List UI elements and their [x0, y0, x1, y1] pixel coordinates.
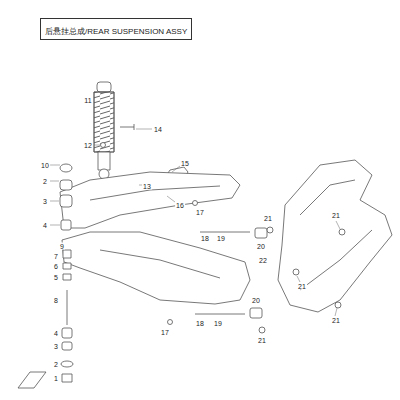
callout-number: 3: [53, 343, 59, 350]
callout-number: 15: [180, 160, 190, 167]
bushing: [62, 342, 72, 350]
nut: [62, 374, 72, 382]
sleeve: [63, 263, 71, 269]
callout-number: 3: [42, 198, 48, 205]
callout-number: 18: [200, 235, 210, 242]
callout-number: 21: [263, 215, 273, 222]
upper-swing-arm: [60, 172, 240, 228]
callout-number: 9: [59, 243, 65, 250]
title-box: 后悬挂总成/REAR SUSPENSION ASSY: [40, 18, 192, 40]
screw: [267, 227, 273, 233]
callout-number: 20: [256, 243, 266, 250]
callout-number: 21: [331, 212, 341, 219]
callout-number: 19: [213, 320, 223, 327]
callout-number: 8: [53, 297, 59, 304]
callout-number: 13: [142, 183, 152, 190]
guard-cover: [278, 160, 392, 312]
callout-number: 2: [53, 361, 59, 368]
callout-number: 5: [53, 274, 59, 281]
callout-number: 7: [53, 253, 59, 260]
screw: [335, 302, 341, 308]
callout-number: 10: [40, 162, 50, 169]
sleeve: [63, 250, 71, 258]
screw: [293, 269, 299, 275]
callout-number: 2: [42, 178, 48, 185]
front-arrow-icon: [18, 372, 46, 388]
callout-number: 14: [153, 126, 163, 133]
callout-number: 21: [297, 283, 307, 290]
sleeve: [63, 274, 71, 280]
washer: [61, 361, 73, 367]
callout-number: 22: [258, 257, 268, 264]
callout-number: 17: [195, 209, 205, 216]
nut: [250, 308, 262, 318]
callout-number: 4: [42, 222, 48, 229]
callout-number: 4: [53, 330, 59, 337]
bushing: [60, 180, 72, 190]
callout-number: 11: [83, 97, 92, 104]
callout-number: 6: [53, 263, 59, 270]
grommet: [168, 320, 173, 325]
shock-body: [98, 152, 110, 170]
lower-swing-arm: [62, 232, 250, 304]
shock-top-eye: [97, 82, 111, 92]
callout-number: 21: [331, 317, 341, 324]
bolt-8: [67, 290, 68, 325]
nut: [255, 228, 267, 238]
callout-number: 1: [53, 375, 59, 382]
callout-number: 12: [83, 142, 93, 149]
callout-number: 21: [257, 337, 267, 344]
callout-number: 20: [251, 297, 261, 304]
callout-number: 18: [195, 320, 205, 327]
bushing: [61, 220, 71, 230]
leader-lines: [50, 100, 340, 316]
shock-spring: [94, 92, 114, 152]
bolt: [120, 124, 134, 130]
callout-number: 19: [216, 235, 226, 242]
title-text: 后悬挂总成/REAR SUSPENSION ASSY: [45, 27, 187, 36]
bolt: [200, 232, 250, 233]
bushing: [60, 164, 72, 172]
screw: [339, 229, 345, 235]
screw: [259, 327, 265, 333]
bushing: [60, 195, 72, 207]
callout-number: 17: [160, 329, 170, 336]
grommet: [193, 201, 198, 206]
callout-number: 16: [175, 202, 185, 209]
bolt: [195, 314, 245, 315]
nut: [101, 143, 106, 148]
bushing: [62, 328, 72, 338]
